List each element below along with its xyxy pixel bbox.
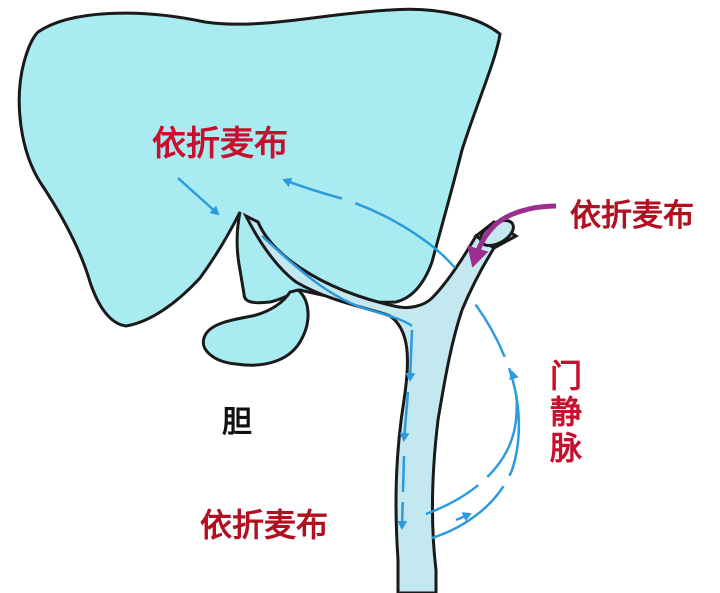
liver-drug-label: 依折麦布	[152, 124, 288, 164]
flow-arrow-down-3	[397, 455, 408, 530]
flow-arrow-portal-up	[431, 289, 521, 540]
flow-arrow-duct	[261, 235, 413, 328]
flow-arrow-down-2	[399, 391, 410, 442]
gallbladder-shape	[201, 288, 310, 367]
gallbladder-label: 胆	[222, 405, 252, 440]
flow-arrow-mid-return	[455, 512, 472, 522]
flow-arrow-portal-loop	[425, 370, 519, 516]
flow-arrow-return	[282, 177, 456, 269]
inflow-arrow	[467, 203, 557, 268]
inflow-drug-label: 依折麦布	[570, 198, 694, 234]
portal-vein-char-2: 静	[549, 393, 582, 431]
portal-vein-char-3: 脉	[549, 429, 582, 467]
intestine-drug-label: 依折麦布	[200, 506, 329, 544]
portal-vein-label: 门 静 脉	[546, 358, 586, 466]
flow-arrow-liver	[177, 177, 220, 216]
flow-arrow-down-1	[405, 329, 416, 382]
liver-shape	[17, 7, 502, 328]
portal-vein-char-1: 门	[549, 357, 582, 395]
